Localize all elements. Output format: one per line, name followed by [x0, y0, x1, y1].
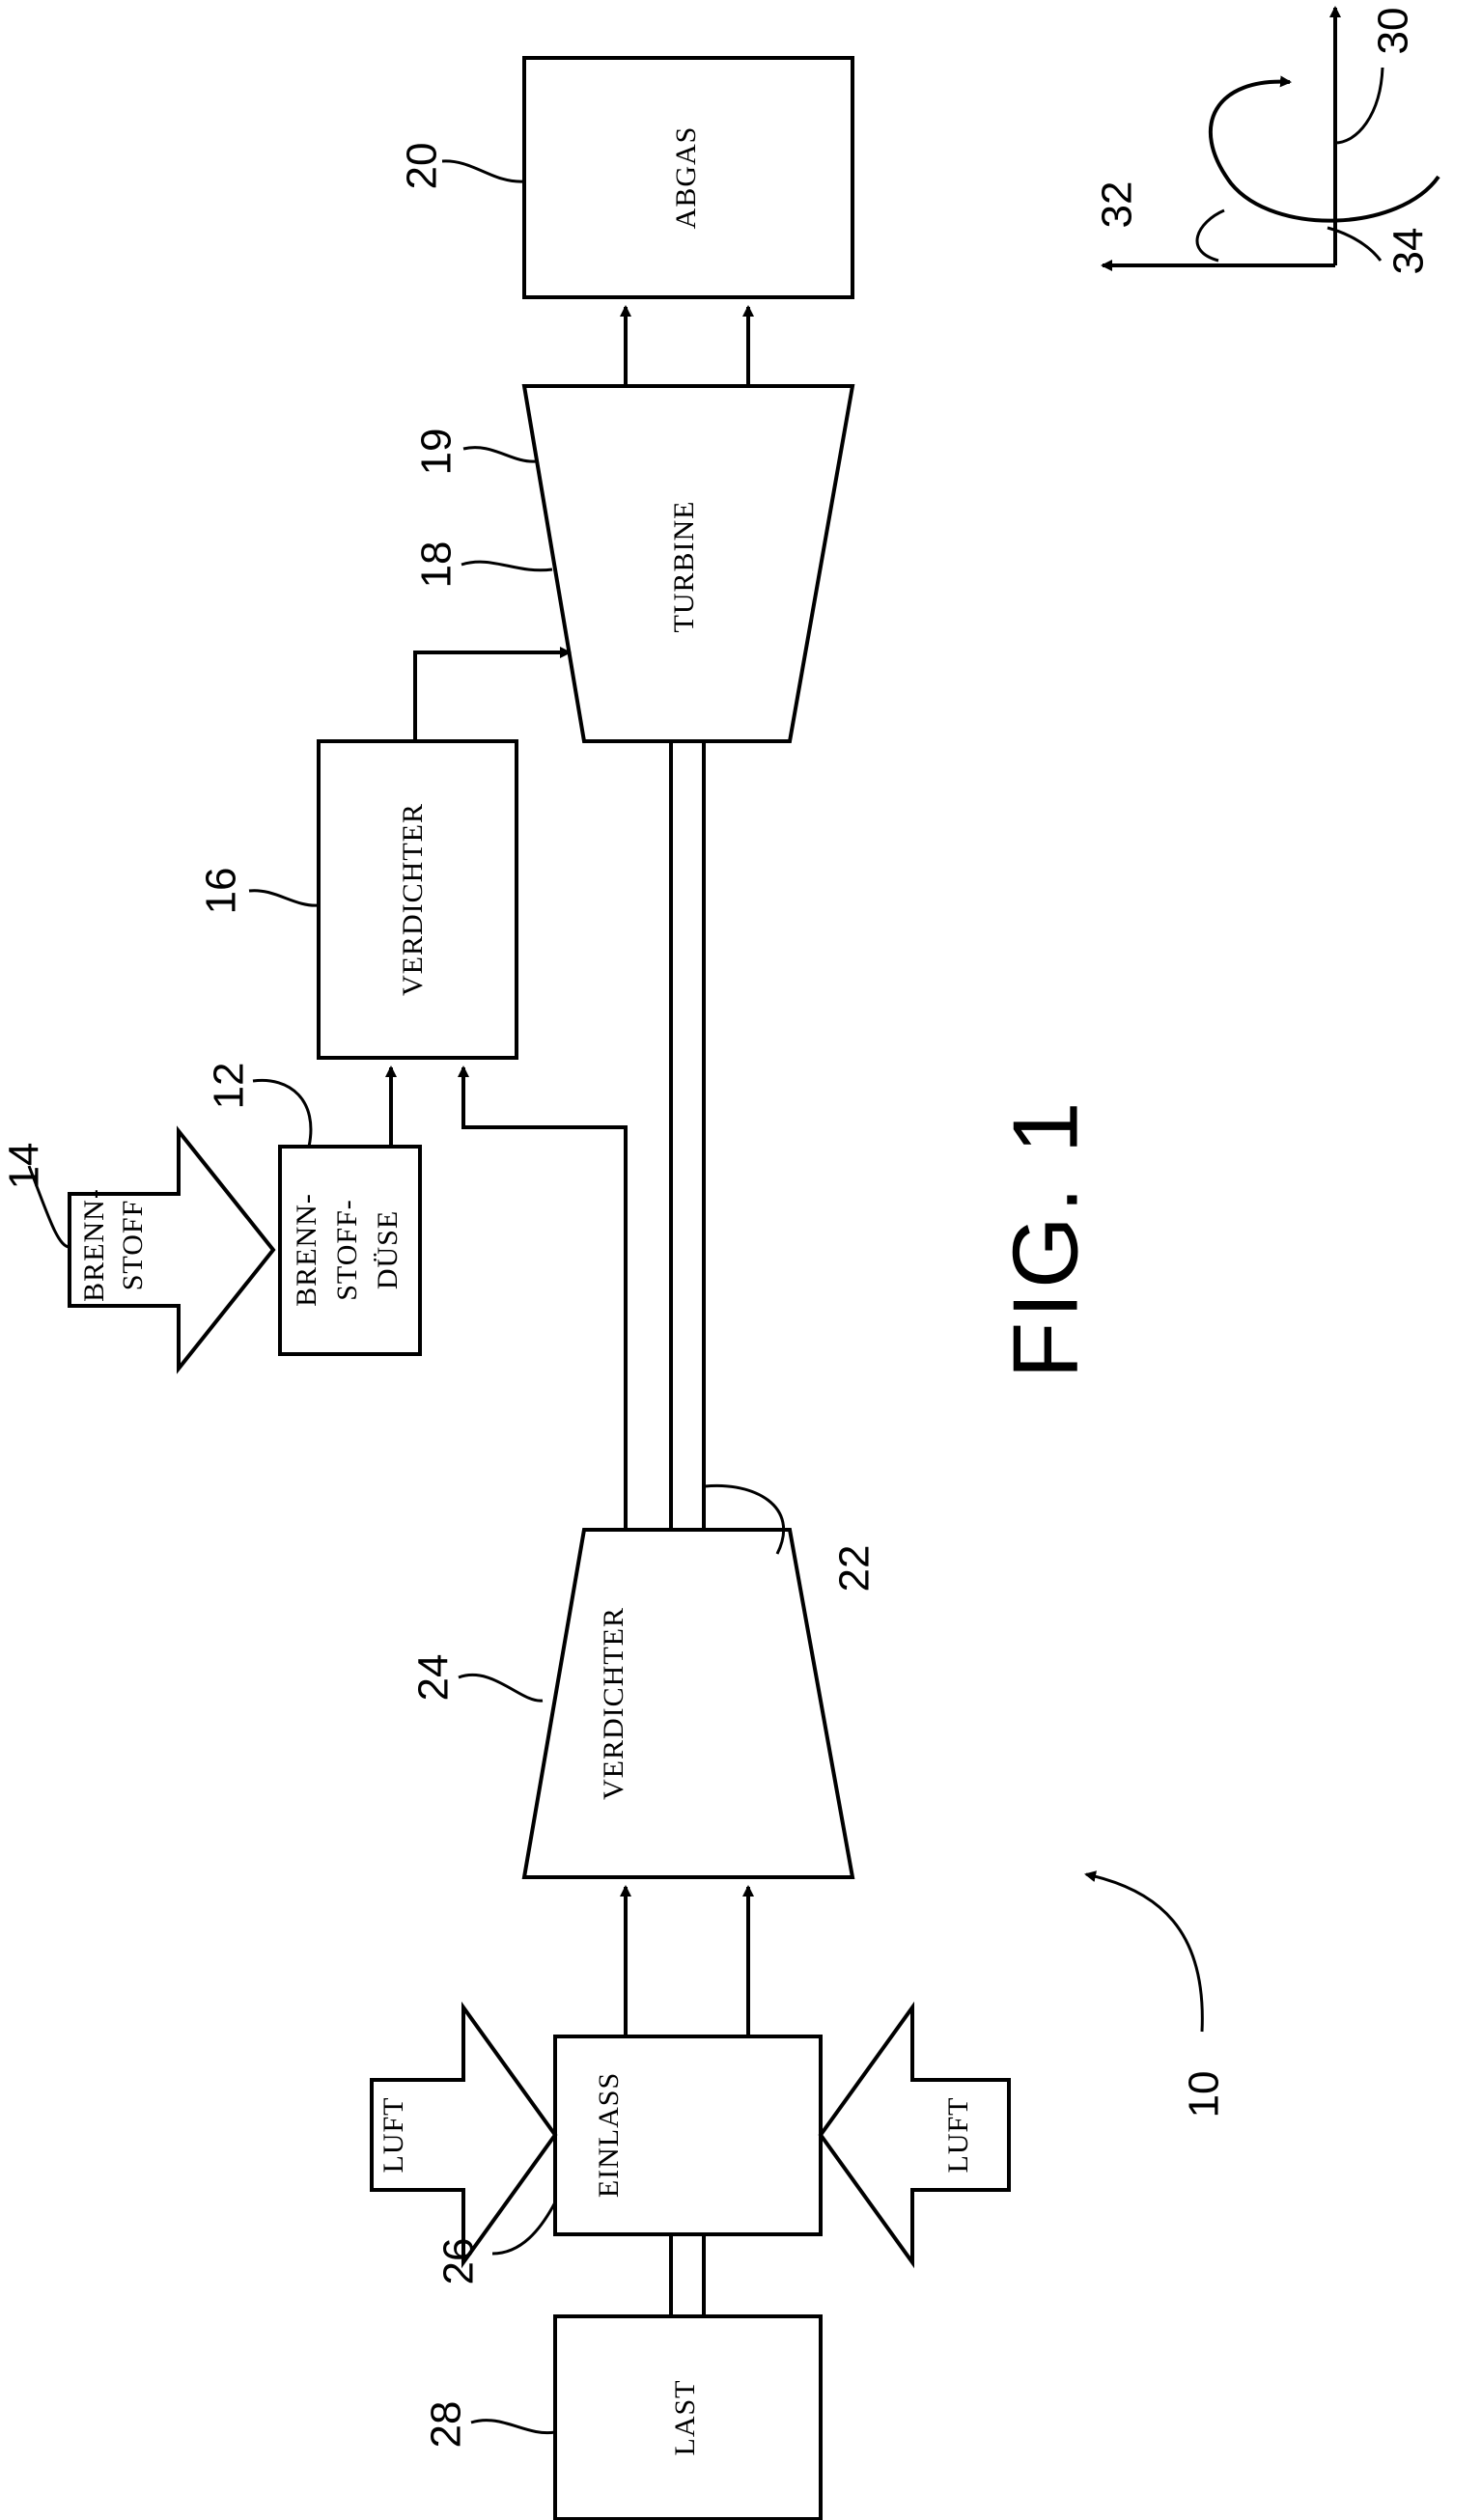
ref-14: 14 — [1, 1143, 48, 1190]
fuel-nozzle-label-line1: BRENN- — [291, 1193, 322, 1307]
exhaust-block: ABGAS — [524, 58, 852, 297]
fuel-nozzle-label-line3: DÜSE — [372, 1210, 404, 1289]
ref-34: 34 — [1385, 228, 1433, 275]
exhaust-label: ABGAS — [670, 126, 702, 230]
ref-24: 24 — [410, 1654, 458, 1702]
air-input-arrow-top: LUFT — [372, 2008, 555, 2262]
compressor-to-combustor-flow — [463, 1067, 626, 1530]
ref-28: 28 — [423, 2401, 470, 2449]
combustor-label: VERDICHTER — [397, 803, 429, 996]
ref-19: 19 — [413, 429, 461, 476]
ref-10: 10 — [1181, 2071, 1228, 2118]
ref-20: 20 — [399, 143, 446, 190]
ref-12: 12 — [206, 1063, 253, 1110]
combustor-block: VERDICHTER — [319, 741, 517, 1058]
fuel-nozzle-label-line2: STOFF- — [331, 1199, 363, 1301]
combustor-to-turbine-flow — [415, 652, 570, 741]
ref-32: 32 — [1094, 181, 1141, 229]
ref-26: 26 — [435, 2238, 483, 2285]
air-top-label: LUFT — [377, 2097, 409, 2174]
intake-label: EINLASS — [593, 2072, 625, 2198]
fuel-input-arrow: BRENN- STOFF — [70, 1131, 273, 1369]
air-input-arrow-bottom: LUFT — [821, 2008, 1009, 2262]
turbine-label: TURBINE — [668, 501, 700, 633]
fuel-label-line1: BRENN- — [78, 1188, 110, 1302]
ref-16: 16 — [198, 868, 245, 915]
fuel-nozzle-block: BRENN- STOFF- DÜSE — [280, 1147, 420, 1354]
load-label: LAST — [669, 2380, 701, 2456]
figure-label: FIG. 1 — [993, 1098, 1097, 1379]
fuel-label-line2: STOFF — [117, 1200, 149, 1291]
ref-22: 22 — [831, 1545, 879, 1592]
load-block: LAST — [555, 2316, 821, 2519]
compressor-label: VERDICHTER — [598, 1607, 629, 1800]
intake-block: EINLASS — [555, 2036, 821, 2234]
turbine-block: TURBINE — [524, 386, 852, 741]
ref-18: 18 — [413, 541, 461, 589]
compressor-block: VERDICHTER — [524, 1530, 852, 1877]
air-bottom-label: LUFT — [942, 2097, 974, 2174]
ref-30: 30 — [1370, 8, 1417, 55]
